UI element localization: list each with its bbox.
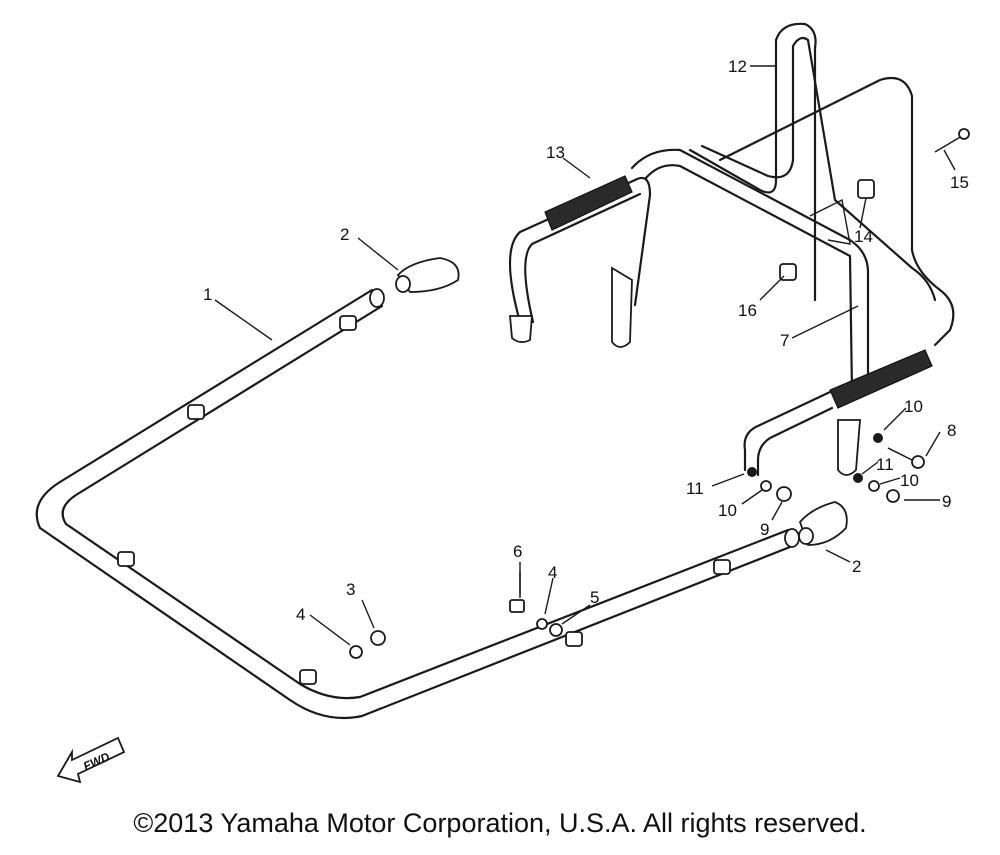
leader-lines [214,65,956,646]
hardware-group-right [747,433,925,503]
frame-mount-tabs [117,315,731,685]
backrest-tube [688,22,955,347]
hardware-group-bottom [349,572,563,659]
callout-4-center: 4 [548,563,557,582]
side-rail-tube [630,148,933,477]
parts-diagram: 1 2 2 3 4 4 5 6 7 8 9 9 10 10 10 11 11 1… [35,22,970,784]
callout-9-left: 9 [760,520,769,539]
callout-11-right: 11 [876,455,894,474]
bolt-15 [934,128,970,153]
callout-2-upper: 2 [340,225,349,244]
callout-14: 14 [854,227,873,246]
bumper-frame-tube [35,288,800,720]
callout-9-right: 9 [942,492,951,511]
callout-7: 7 [780,331,789,350]
callout-6: 6 [513,542,522,561]
callout-5: 5 [590,588,599,607]
callout-1: 1 [203,285,212,304]
copyright-notice: ©2013 Yamaha Motor Corporation, U.S.A. A… [133,808,867,838]
callout-11-left: 11 [686,479,704,498]
end-cap-upper [395,257,460,293]
callout-3: 3 [346,580,355,599]
callout-4-left: 4 [296,605,305,624]
callout-16: 16 [738,301,757,320]
callout-10-top: 10 [904,397,923,416]
callout-13: 13 [546,143,565,162]
callout-10-right: 10 [900,471,919,490]
callout-12: 12 [728,57,747,76]
end-cap-lower [798,501,848,546]
callout-labels: 1 2 2 3 4 4 5 6 7 8 9 9 10 10 10 11 11 1… [203,57,969,624]
callout-10-left: 10 [718,501,737,520]
callout-2-lower: 2 [852,557,861,576]
callout-8: 8 [947,421,956,440]
front-grip-bar [508,175,861,476]
callout-15: 15 [950,173,969,192]
clamp-14 [857,179,875,199]
forward-arrow-icon: FWD [56,736,126,784]
